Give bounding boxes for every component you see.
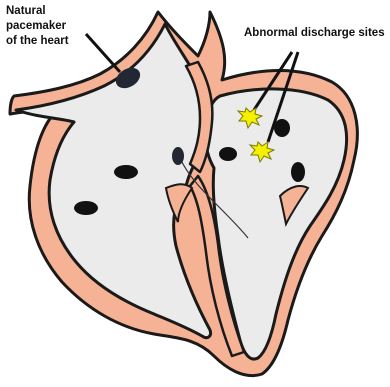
pacemaker-label-line: Natural xyxy=(6,4,69,19)
left-atrium-spot xyxy=(291,162,305,182)
abnormal-sites-label: Abnormal discharge sites xyxy=(244,26,385,41)
right-atrium-spot xyxy=(74,201,98,215)
right-atrium-spot xyxy=(114,165,138,179)
atrioventricular-node xyxy=(172,147,184,165)
pacemaker-label-line: of the heart xyxy=(6,34,69,49)
left-atrium-spot xyxy=(274,119,290,137)
pacemaker-label: Natural pacemaker of the heart xyxy=(6,4,69,49)
pacemaker-pointer-line xyxy=(86,34,120,72)
pacemaker-label-line: pacemaker xyxy=(6,19,69,34)
left-atrium-spot xyxy=(219,147,237,161)
